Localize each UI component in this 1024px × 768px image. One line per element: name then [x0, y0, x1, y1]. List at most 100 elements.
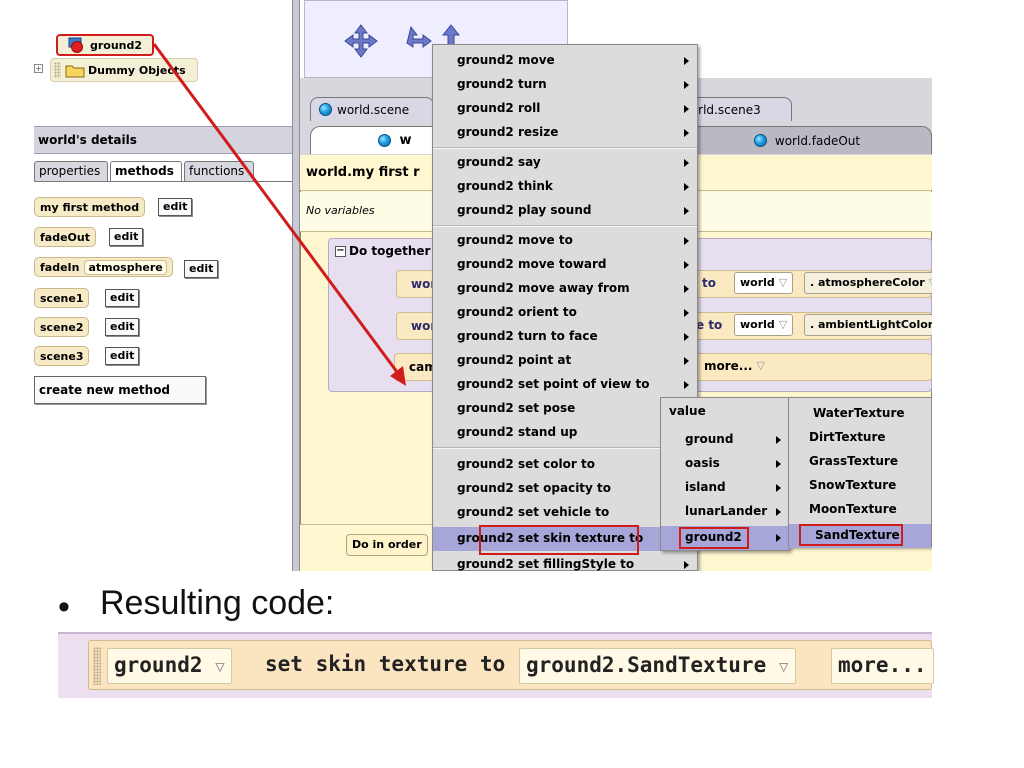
tree-item-label: Dummy Objects	[88, 63, 186, 77]
submenu-arrow-icon	[684, 261, 689, 269]
edit-button[interactable]: edit	[105, 289, 140, 307]
menu-item-play-sound[interactable]: ground2 play sound	[433, 199, 697, 223]
result-code-statement[interactable]: ground2 ▽ set skin texture to ground2.Sa…	[88, 640, 934, 690]
menu-item-turn-to-face[interactable]: ground2 turn to face	[433, 325, 697, 349]
texture-snow[interactable]: SnowTexture	[789, 474, 931, 498]
more-dropdown[interactable]: more... ▽	[704, 359, 765, 373]
world-sphere-icon	[319, 103, 332, 116]
texture-dirt[interactable]: DirtTexture	[789, 426, 931, 450]
grip-icon	[93, 647, 101, 685]
menu-item-roll[interactable]: ground2 roll	[433, 97, 697, 121]
property-ambient[interactable]: . ambientLightColor ▽	[804, 314, 932, 336]
submenu-arrow-icon	[684, 183, 689, 191]
menu-item-move-toward[interactable]: ground2 move toward	[433, 253, 697, 277]
method-fadeout[interactable]: fadeOut	[34, 227, 96, 247]
result-more-pill[interactable]: more...	[831, 648, 934, 684]
menu-item-resize[interactable]: ground2 resize	[433, 121, 697, 145]
tab-world-scene[interactable]: world.scene	[310, 97, 434, 121]
method-my-first-method[interactable]: my first method	[34, 197, 146, 217]
menu-item-set-skin-texture[interactable]: ground2 set skin texture to	[433, 527, 697, 551]
submenu-item-ground2[interactable]: ground2	[661, 526, 789, 550]
method-label: fadeOut	[40, 230, 90, 244]
property-label: . atmosphereColor	[810, 276, 925, 289]
submenu-arrow-icon	[684, 207, 689, 215]
method-parameter[interactable]: atmosphere	[84, 259, 167, 275]
submenu-item-value: value	[661, 400, 789, 424]
texture-moon[interactable]: MoonTexture	[789, 498, 931, 522]
submenu-item-oasis[interactable]: oasis	[661, 452, 789, 476]
world-sphere-icon	[378, 134, 392, 147]
menu-item-think[interactable]: ground2 think	[433, 175, 697, 199]
collapse-icon[interactable]: −	[335, 244, 346, 257]
property-atmosphere[interactable]: . atmosphereColor ▽	[804, 272, 932, 294]
menu-item-label: ground2 set color to	[457, 457, 595, 471]
texture-water[interactable]: WaterTexture	[789, 402, 931, 426]
method-scene2[interactable]: scene2	[34, 317, 90, 337]
target-world[interactable]: world ▽	[734, 314, 794, 336]
menu-item-label: oasis	[685, 456, 720, 470]
result-object-pill[interactable]: ground2 ▽	[107, 648, 232, 684]
menu-item-label: ground2 think	[457, 179, 553, 193]
edit-button[interactable]: edit	[158, 198, 193, 216]
texture-grass[interactable]: GrassTexture	[789, 450, 931, 474]
method-label: scene2	[40, 320, 84, 334]
target-world[interactable]: world ▽	[734, 272, 794, 294]
menu-item-label: ground2 turn to face	[457, 329, 598, 343]
menu-item-label: ground2	[685, 530, 742, 544]
method-label: fadeIn	[40, 260, 80, 274]
menu-item-label: GrassTexture	[809, 454, 898, 468]
tree-expander-icon[interactable]: +	[34, 64, 43, 73]
tree-item-dummy-objects[interactable]: Dummy Objects	[50, 58, 198, 82]
method-scene1[interactable]: scene1	[34, 288, 90, 308]
context-menu: ground2 move ground2 turn ground2 roll g…	[432, 44, 698, 571]
menu-separator	[433, 147, 697, 149]
result-method: set skin texture to	[265, 652, 506, 676]
edit-button[interactable]: edit	[105, 347, 140, 365]
edit-button[interactable]: edit	[109, 228, 144, 246]
do-together-label: Do together	[349, 244, 431, 258]
menu-item-point-at[interactable]: ground2 point at	[433, 349, 697, 373]
menu-item-set-filling-style[interactable]: ground2 set fillingStyle to	[433, 553, 697, 571]
property-label: . ambientLightColor	[810, 318, 932, 331]
menu-item-label: SnowTexture	[809, 478, 897, 492]
menu-item-label: WaterTexture	[813, 406, 905, 420]
menu-item-move-away[interactable]: ground2 move away from	[433, 277, 697, 301]
edit-button[interactable]: edit	[184, 260, 219, 278]
splitter[interactable]	[292, 0, 300, 571]
tree-item-ground2[interactable]: ground2	[56, 34, 154, 56]
tab-methods[interactable]: methods	[110, 161, 182, 182]
submenu-item-island[interactable]: island	[661, 476, 789, 500]
tab-properties[interactable]: properties	[34, 161, 108, 182]
move-arrows-icon[interactable]	[341, 21, 481, 61]
statement-to: to	[702, 276, 716, 290]
edit-button[interactable]: edit	[105, 318, 140, 336]
submenu-arrow-icon	[684, 159, 689, 167]
menu-item-label: ground2 turn	[457, 77, 547, 91]
menu-item-label: ground2 move to	[457, 233, 573, 247]
menu-item-say[interactable]: ground2 say	[433, 151, 697, 175]
method-fadein[interactable]: fadeIn atmosphere	[34, 257, 173, 277]
object-icon	[68, 37, 83, 53]
create-new-method-button[interactable]: create new method	[34, 376, 206, 404]
method-scene3[interactable]: scene3	[34, 346, 90, 366]
menu-item-point-of-view[interactable]: ground2 set point of view to	[433, 373, 697, 397]
highlight-rect	[679, 527, 749, 549]
result-value-pill[interactable]: ground2.SandTexture ▽	[519, 648, 796, 684]
dropdown-icon: ▽	[778, 276, 788, 289]
highlight-rect	[799, 524, 903, 546]
menu-item-label: DirtTexture	[809, 430, 886, 444]
submenu-item-lunarlander[interactable]: lunarLander	[661, 500, 789, 524]
do-in-order-button[interactable]: Do in order	[346, 534, 428, 556]
submenu-item-ground[interactable]: ground	[661, 428, 789, 452]
menu-item-move[interactable]: ground2 move	[433, 49, 697, 73]
menu-separator	[433, 225, 697, 227]
tab-world-fadeout[interactable]: world.fadeOut	[682, 126, 932, 154]
menu-item-orient-to[interactable]: ground2 orient to	[433, 301, 697, 325]
left-panel	[34, 0, 296, 571]
menu-item-turn[interactable]: ground2 turn	[433, 73, 697, 97]
menu-item-move-to[interactable]: ground2 move to	[433, 229, 697, 253]
tab-functions[interactable]: functions	[184, 161, 254, 182]
menu-item-label: ground2 set skin texture to	[457, 531, 644, 545]
menu-item-stand-up[interactable]: ground2 stand up	[433, 421, 697, 445]
tab-label: w	[399, 133, 412, 148]
